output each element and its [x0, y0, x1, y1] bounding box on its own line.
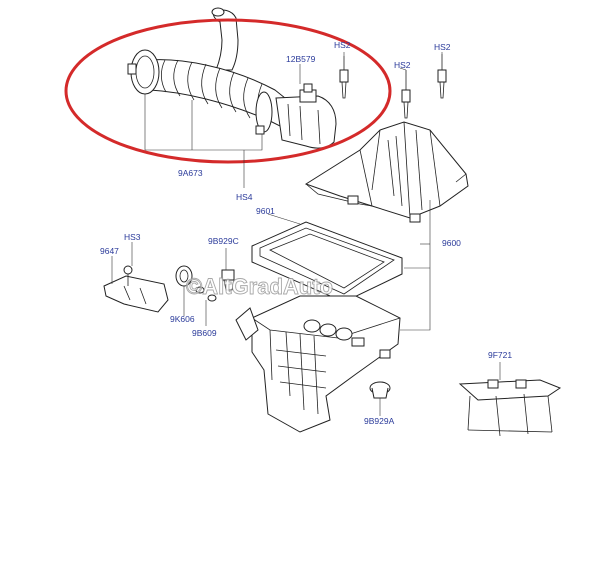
small-parts-9k606 [195, 286, 217, 302]
air-filter-element [251, 221, 403, 303]
label-hs2-1: HS2 [334, 40, 351, 50]
label-hs3: HS3 [124, 232, 141, 242]
label-9601: 9601 [256, 206, 275, 216]
bolt-hs2-3 [437, 54, 447, 99]
part-labels: HS2 HS2 HS2 12B579 9A673 HS4 9601 9600 H… [100, 40, 512, 426]
label-9647: 9647 [100, 246, 119, 256]
label-9k606: 9K606 [170, 314, 195, 324]
air-cleaner-lower-box [235, 295, 401, 433]
label-12b579: 12B579 [286, 54, 316, 64]
bolt-hs2-1 [339, 56, 349, 99]
watermark: ©AltGradAuto [186, 274, 333, 299]
label-9b929a: 9B929A [364, 416, 395, 426]
leader-lines [111, 52, 501, 416]
bracket-9647 [103, 265, 169, 313]
label-9600: 9600 [442, 238, 461, 248]
label-9b929c: 9B929C [208, 236, 239, 246]
air-intake-hose [127, 7, 337, 149]
grommet-9b929a [369, 381, 391, 399]
bolt-hs2-2 [401, 70, 411, 119]
wiring-bracket-9f721 [458, 379, 562, 437]
air-cleaner-cover [304, 121, 469, 223]
label-9f721: 9F721 [488, 350, 512, 360]
label-hs4: HS4 [236, 192, 253, 202]
label-9b609: 9B609 [192, 328, 217, 338]
label-hs2-3: HS2 [434, 42, 451, 52]
grommet-9b929c [221, 269, 235, 291]
highlight-ellipse [64, 18, 392, 164]
label-9a673: 9A673 [178, 168, 203, 178]
label-hs2-2: HS2 [394, 60, 411, 70]
